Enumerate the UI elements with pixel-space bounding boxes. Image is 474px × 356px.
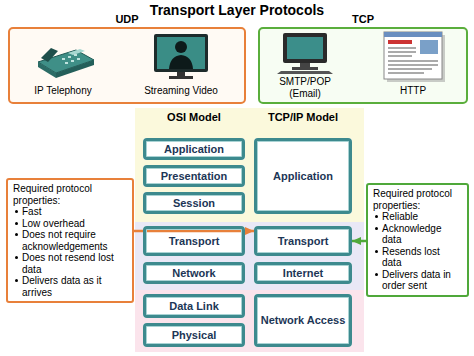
group-heading: UDP: [10, 13, 244, 26]
video-screen: [157, 37, 205, 69]
layer-name: Internet: [283, 267, 323, 280]
protocol-group: TCPSMTP/POP (Email)HTTP: [258, 27, 468, 104]
node-fill: [143, 192, 245, 214]
layer-name: Data Link: [169, 300, 219, 313]
property-item: Fast: [13, 206, 127, 218]
callout-heading: Required protocol properties:: [13, 183, 127, 206]
tcpip-layer: Network Access: [254, 294, 352, 347]
monitor-base: [292, 67, 318, 70]
layer-name: Physical: [172, 329, 217, 342]
page: [384, 32, 442, 79]
node-fill: [254, 226, 352, 256]
model-band-stripes: [135, 108, 364, 352]
model-heading: TCP/IP Model: [254, 111, 352, 124]
layer-name: Network: [172, 267, 215, 280]
model-band: OSI ModelTCP/IP ModelApplicationPresenta…: [135, 108, 364, 352]
icon-caption: IP Telephony: [18, 85, 108, 97]
video-icon: [154, 34, 208, 79]
page-lines: [388, 47, 438, 74]
band-stripe: [135, 290, 364, 352]
page-bar: [384, 32, 442, 37]
node-fill: [254, 262, 352, 284]
osi-layer: Application: [143, 138, 245, 160]
property-item: Low overhead: [13, 218, 127, 230]
osi-layer: Data Link: [143, 294, 245, 318]
phone-handset: [41, 48, 58, 62]
layer-name: Application: [164, 143, 224, 156]
video-person: [169, 55, 193, 69]
phone-keys: [62, 54, 80, 64]
icon-caption: HTTP: [373, 85, 453, 97]
layer-name: Presentation: [161, 170, 228, 183]
monitor-neck: [300, 63, 310, 67]
osi-layer: Presentation: [143, 165, 245, 187]
property-item: Does not require acknowledgements: [13, 229, 127, 252]
tcpip-layer: Transport: [254, 226, 352, 256]
layer-name: Transport: [169, 235, 220, 248]
monitor-screen: [287, 37, 323, 59]
property-item: Delivers data as it arrives: [13, 275, 127, 298]
diagram-title: Transport Layer Protocols: [0, 2, 474, 18]
band-stripe: [135, 108, 364, 222]
phone-side: [38, 62, 56, 78]
layer-name: Transport: [278, 235, 329, 248]
node-fill: [366, 183, 469, 297]
page-block: [388, 40, 412, 44]
node-fill: [143, 138, 245, 160]
icon-caption: SMTP/POP (Email): [270, 76, 340, 100]
protocol-arrow: [134, 230, 254, 233]
property-item: Delivers data in order sent: [373, 269, 462, 292]
layer-name: Session: [173, 197, 215, 210]
osi-layer: Session: [143, 192, 245, 214]
group-heading: TCP: [260, 13, 466, 26]
property-item: Acknowledge data: [373, 223, 462, 246]
node-fill: [143, 294, 245, 318]
phone-screen: [68, 49, 85, 55]
node-fill: [8, 27, 246, 104]
node-fill: [143, 165, 245, 187]
tcpip-layer: Internet: [254, 262, 352, 284]
keyboard: [277, 71, 333, 74]
band-stripe: [135, 222, 364, 290]
monitor-frame: [283, 33, 327, 63]
video-stand: [169, 76, 193, 79]
icon-caption: Streaming Video: [126, 85, 236, 97]
video-stand: [177, 72, 185, 76]
computer-icon: [277, 33, 333, 74]
node-fill: [143, 323, 245, 347]
property-item: Does not resend lost data: [13, 252, 127, 275]
properties-callout: Required protocol properties:ReliableAck…: [366, 183, 469, 297]
property-item: Resends lost data: [373, 246, 462, 269]
property-item: Reliable: [373, 211, 462, 223]
phone-side: [56, 60, 94, 78]
node-fills: [6, 27, 469, 347]
tcpip-layer: Application: [254, 138, 352, 214]
model-heading: OSI Model: [143, 111, 245, 124]
osi-layer: Physical: [143, 323, 245, 347]
node-fill: [258, 27, 468, 104]
node-fill: [6, 178, 134, 303]
video-person: [175, 41, 187, 53]
page-image: [420, 40, 438, 54]
protocol-arrow: [352, 240, 366, 243]
ip-phone-icon: [38, 48, 94, 78]
video-frame: [154, 34, 208, 72]
osi-layer: Transport: [143, 226, 245, 256]
osi-layer: Network: [143, 262, 245, 284]
layer-name: Network Access: [261, 314, 346, 327]
node-fill: [254, 294, 352, 347]
web-page-icon: [384, 32, 445, 82]
callout-heading: Required protocol properties:: [373, 188, 462, 211]
protocol-group: UDPIP TelephonyStreaming Video: [8, 27, 246, 104]
node-fill: [254, 138, 352, 214]
properties-callout: Required protocol properties:FastLow ove…: [6, 178, 134, 303]
node-fill: [143, 262, 245, 284]
layer-name: Application: [273, 170, 333, 183]
